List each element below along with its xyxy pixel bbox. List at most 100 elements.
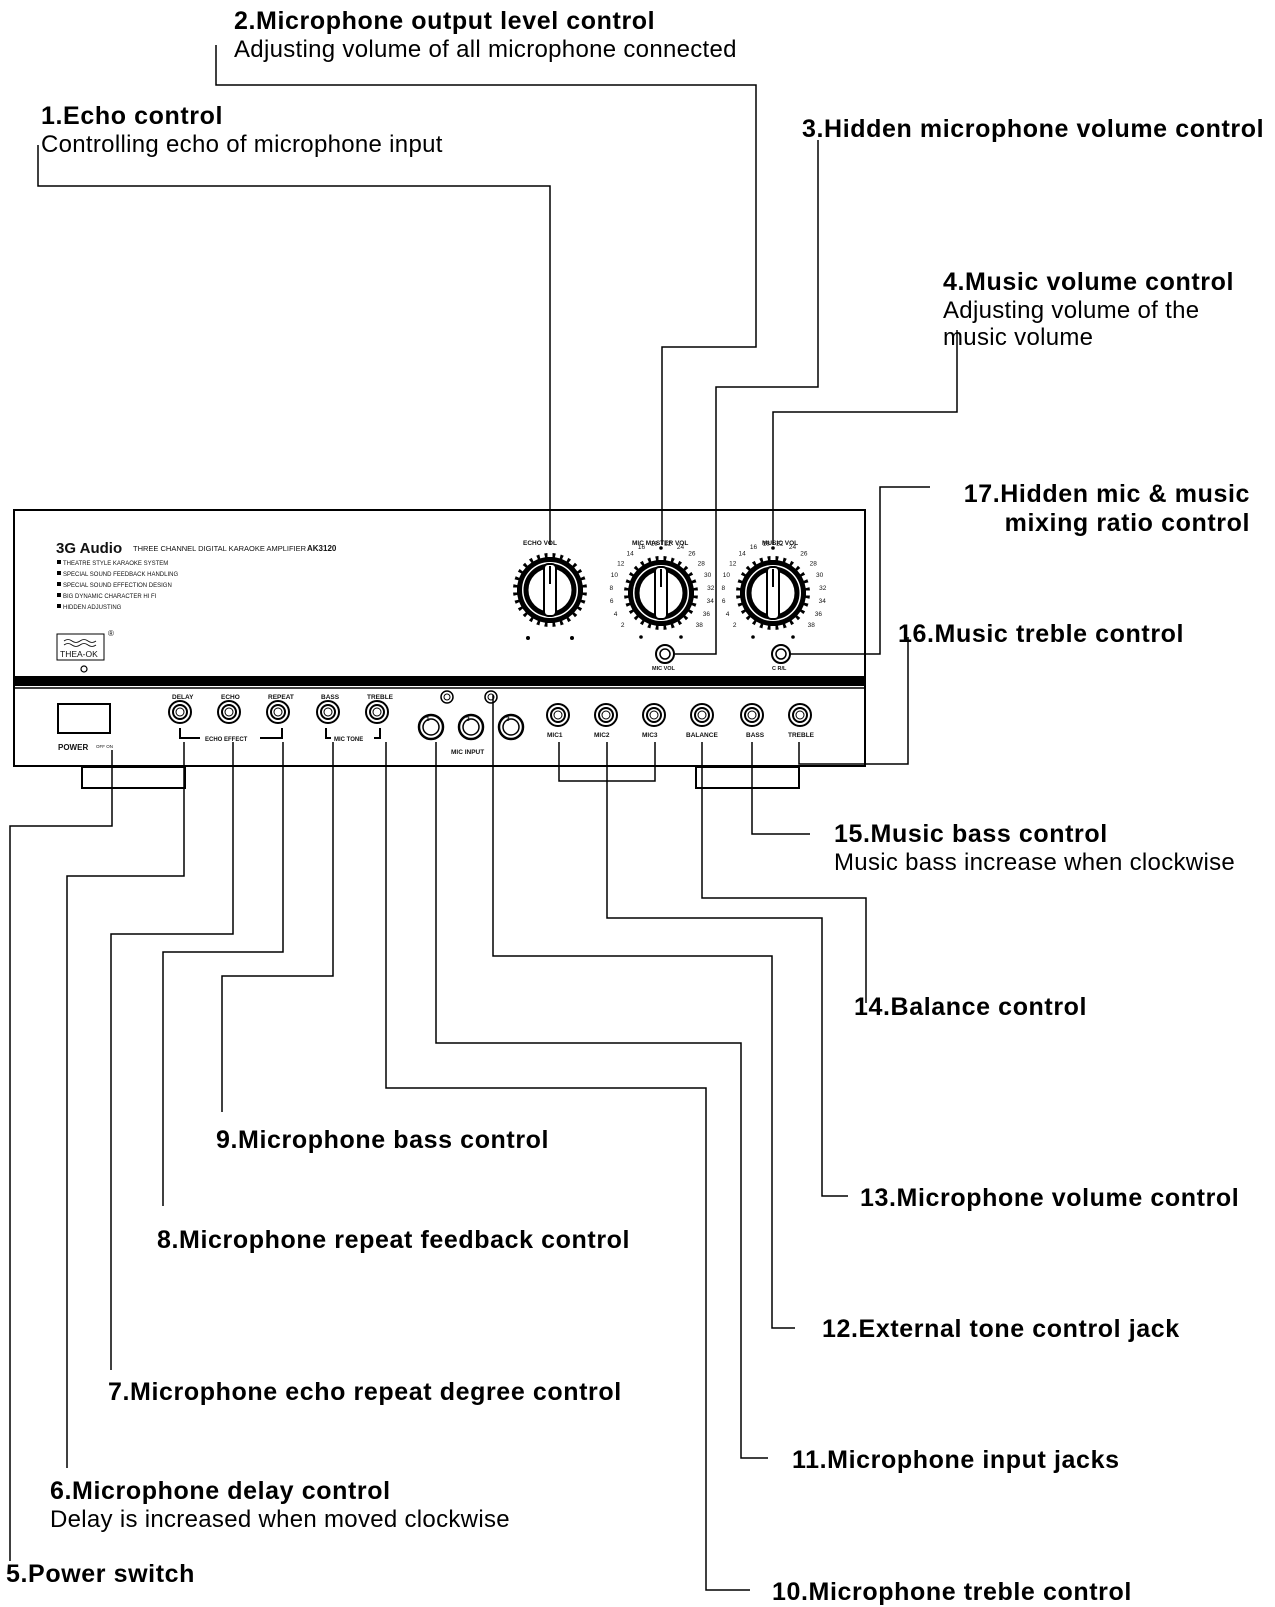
lower-control-knobs [168,690,812,741]
mic-tone-label: MIC TONE [334,737,363,743]
scale-tick-label: 24 [677,544,685,551]
mic2-knob [594,703,618,727]
music-vol-label: MUSIC VOL [762,540,798,547]
callout-title: 10.Microphone treble control [772,1578,1132,1606]
callout-title: 4.Music volume control [943,268,1235,296]
scale-tick-label: 10 [611,572,619,579]
model-description: THREE CHANNEL DIGITAL KARAOKE AMPLIFIER [133,544,307,553]
brand-label: 3G Audio [56,540,122,557]
scale-tick-label: 26 [688,551,696,558]
mic-vol-label: MIC VOL [652,666,676,672]
scale-tick-label: 26 [800,551,808,558]
callout-description: Adjusting volume of the [943,296,1200,324]
callout-mixing-ratio: 17.Hidden mic & music mixing ratio contr… [930,480,1250,538]
echo-knob [217,700,241,724]
mic3-label: MIC3 [642,732,658,739]
scale-tick-label: 12 [729,560,737,567]
callout-mic-echo-repeat: 7.Microphone echo repeat degree control [108,1378,622,1407]
scale-tick-label: 10 [723,572,731,579]
amplifier-front-panel [13,509,866,789]
feature-item: THEATRE STYLE KARAOKE SYSTEM [63,561,168,567]
callout-mic-input-jacks: 11.Microphone input jacks [792,1446,1120,1475]
callout-title: 13.Microphone volume control [860,1184,1240,1212]
scale-tick-label: 14 [626,551,634,558]
callout-description: Controlling echo of microphone input [41,130,443,158]
tone-jack-a [440,690,454,704]
echo-vol-label: ECHO VOL [523,540,557,547]
scale-tick-label: 38 [808,622,816,629]
repeat-knob [266,700,290,724]
scale-tick-label: 30 [816,572,824,579]
callout-mic-treble: 10.Microphone treble control [772,1578,1132,1607]
jack-3-label: 3 [506,716,510,723]
mic1-knob [546,703,570,727]
brand-area: 3G Audio THREE CHANNEL DIGITAL KARAOKE A… [56,540,337,673]
scale-tick-label: 6 [722,598,726,605]
scale-tick-label: 22 [776,540,784,547]
mic-input-jack-2 [457,713,485,741]
callout-title: mixing ratio control [1004,508,1250,537]
delay-knob [168,700,192,724]
callout-external-tone-jack: 12.External tone control jack [822,1315,1180,1344]
callout-description: Adjusting volume of all microphone conne… [234,35,737,63]
treble-label: TREBLE [367,694,394,701]
callout-title: 14.Balance control [854,993,1088,1021]
scale-tick-label: 6 [610,598,614,605]
callout-title: 12.External tone control jack [822,1315,1180,1343]
balance-label: BALANCE [686,732,718,739]
callout-title: 9.Microphone bass control [216,1126,550,1154]
power-label: POWER [58,743,88,752]
treble2-label: TREBLE [788,732,815,739]
scale-tick-label: 12 [617,560,625,567]
jack-1-label: 1 [426,716,430,723]
callout-title: 7.Microphone echo repeat degree control [108,1378,622,1406]
scale-tick-label: 14 [738,551,746,558]
feature-item: BIG DYNAMIC CHARACTER HI FI [63,594,157,600]
feature-item: HIDDEN ADJUSTING [63,605,122,611]
scale-tick-label: 4 [614,611,618,618]
feature-list: THEATRE STYLE KARAOKE SYSTEM SPECIAL SOU… [57,560,178,611]
callout-description: Delay is increased when moved clockwise [50,1505,510,1533]
hidden-mic-vol-knob [655,644,675,664]
scale-tick-label: 28 [810,560,818,567]
callout-title: 11.Microphone input jacks [792,1446,1120,1474]
power-off-on-label: OFF ON [96,744,113,749]
mic-input-label: MIC INPUT [451,749,484,756]
bass-label: BASS [321,694,340,701]
scale-tick-label: 8 [721,585,725,592]
echo-effect-label: ECHO EFFECT [205,737,248,743]
mic2-label: MIC2 [594,732,610,739]
callout-music-volume: 4.Music volume control Adjusting volume … [943,268,1234,352]
scale-tick-label: 2 [733,622,737,629]
model-number: AK3120 [307,544,337,553]
logo-text: THEA-OK [60,649,98,659]
feature-item: SPECIAL SOUND FEEDBACK HANDLING [63,572,178,578]
music-bass-knob [740,703,764,727]
feature-item: SPECIAL SOUND EFFECTION DESIGN [63,583,172,589]
scale-tick-label: 34 [707,598,715,605]
delay-label: DELAY [172,694,194,701]
tone-jack-b [484,690,498,704]
scale-tick-label: 36 [815,611,823,618]
repeat-label: REPEAT [268,694,294,701]
mixing-ratio-labels: C R/L [772,666,787,672]
mic-master-vol-knob [621,553,701,633]
echo-vol-knob [510,550,590,640]
registered-mark: ® [108,629,114,638]
bass2-label: BASS [746,732,765,739]
mic-bass-knob [316,700,340,724]
mic3-knob [642,703,666,727]
callout-echo-control: 1.Echo control Controlling echo of micro… [41,102,443,158]
scale-tick-label: 32 [819,585,827,592]
echo-label: ECHO [221,694,240,701]
group-brackets [179,728,381,739]
callout-music-bass: 15.Music bass control Music bass increas… [834,820,1235,876]
callout-music-treble: 16.Music treble control [898,620,1184,649]
callout-title: 16.Music treble control [898,620,1185,648]
mic-master-vol-label: MIC MASTER VOL [632,540,688,547]
callout-title: 15.Music bass control [834,820,1108,848]
callout-mic-repeat-feedback: 8.Microphone repeat feedback control [157,1226,630,1255]
music-treble-knob [788,703,812,727]
